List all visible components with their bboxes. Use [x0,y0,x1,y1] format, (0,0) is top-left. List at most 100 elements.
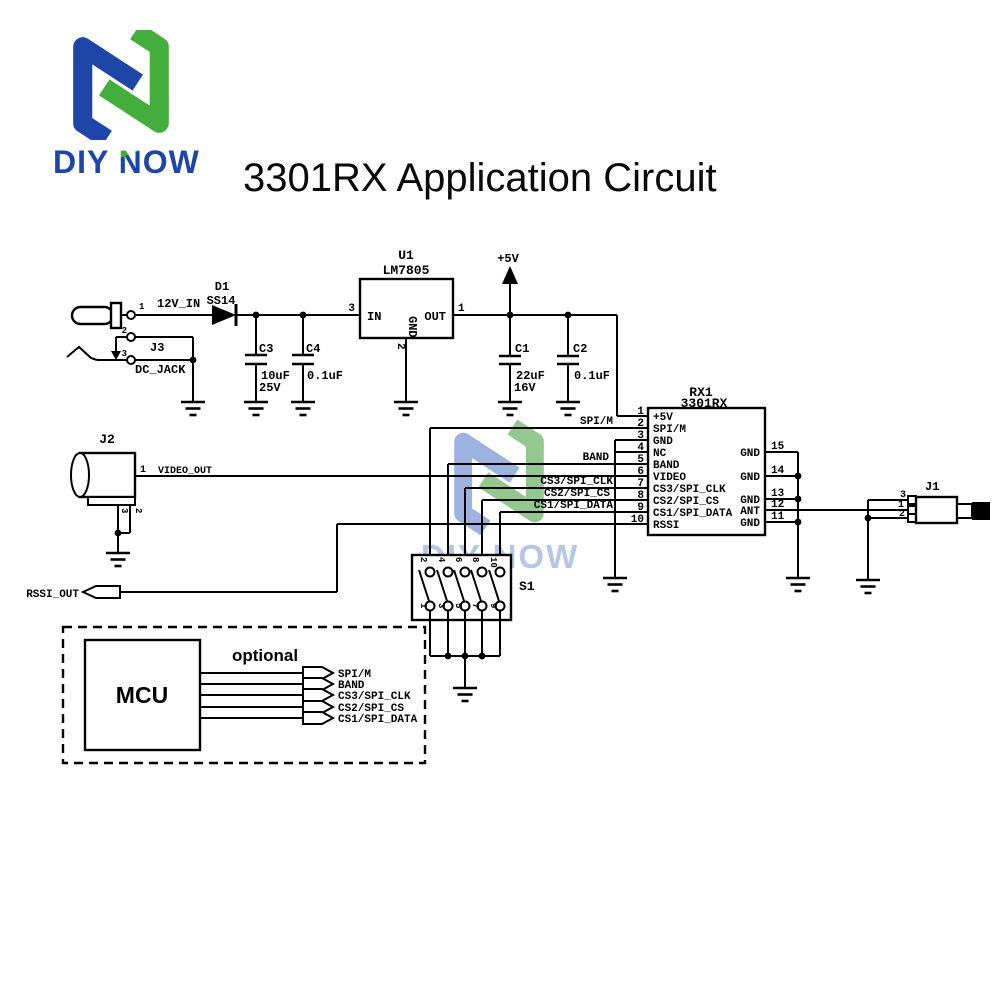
d1-anode-triangle [212,305,236,325]
j1-pin-number: 2 [899,509,905,520]
rx1-pin-number: 2 [637,418,644,430]
net-rssi-label: RSSI_OUT [26,589,79,601]
capacitor-c2: C2 0.1uF [554,315,610,417]
rx1-pin-number: 8 [637,490,644,502]
mcu-output-label: SPI/M [338,669,371,681]
ground-symbol [392,400,420,417]
c2-ref: C2 [573,342,587,356]
optional-dashed-outline [61,625,427,765]
net-flag-icon [302,711,336,725]
j2-barrel-face [70,452,90,498]
j1-ref: J1 [925,480,939,494]
diode-d1: 12V_IN D1 SS14 [135,280,360,326]
u1-pin-in-label: IN [367,310,381,324]
mcu-label: MCU [116,682,168,708]
c3-value: 10uF [261,369,290,383]
rx1-pin-label: ANT [740,506,760,518]
j2-body [78,451,137,499]
ground-symbol [601,576,629,593]
rx1-pin-number: 13 [771,488,785,500]
ground-symbol [554,400,582,417]
capacitor-c1: C1 22uF 16V [496,315,545,417]
ground-symbol [854,578,882,595]
mcu-output-label: CS3/SPI_CLK [338,691,411,703]
brand-post: OW [142,144,200,180]
u1-pin-out-label: OUT [424,310,446,324]
c1-ref: C1 [515,342,529,356]
d1-ref: D1 [215,280,229,294]
s1-pin-number: 10 [488,557,498,568]
rx1-pin-number: 6 [637,466,644,478]
rx1-pin-label: GND [740,495,760,507]
s1-pin-number: 4 [436,557,446,563]
j1-pad [907,495,917,505]
j1-antenna-stub [972,502,990,520]
plus5v-arrow-icon [502,266,518,284]
dc-plug-tip [109,301,123,330]
s1-ref: S1 [519,579,535,594]
j3-pin3-terminal [126,355,136,365]
dc-plug-barrel [70,305,115,326]
mcu-output-label: CS1/SPI_DATA [338,714,418,726]
brand-n-accent: N [118,144,143,180]
watermark-green-chevron [478,419,544,523]
net-cs2-label: CS2/SPI_CS [544,488,610,500]
rx1-pin-number: 15 [771,441,785,453]
net-spi-m-label: SPI/M [580,416,613,428]
c4-ref: C4 [306,342,320,356]
net-flag-icon [302,688,336,702]
rx1-pin-label: BAND [653,460,680,472]
c2-value: 0.1uF [574,369,610,383]
s1-pin-number: 2 [418,557,428,562]
s1-pin-number: 9 [488,603,498,608]
capacitor-c4: C4 0.1uF [289,315,343,417]
rx1-pin-number: 10 [631,514,644,526]
rx1-pin-number: 14 [771,465,785,477]
s1-pin-number: 5 [453,603,463,608]
rx1-pin-number: 11 [771,511,785,523]
s1-pin-number: 7 [470,603,480,608]
ground-symbol [242,400,270,417]
rx1-pin-number: 1 [637,406,644,418]
j3-pin3-number: 3 [122,349,127,359]
net-band-label: BAND [583,452,610,464]
logo-blue-chevron [73,37,143,140]
ground-symbol [179,400,207,417]
j1-pad [907,513,917,523]
rx1-pin-label: CS3/SPI_CLK [653,484,726,496]
u1-pin2-number: 2 [394,343,406,350]
net-cs3-label: CS3/SPI_CLK [540,476,613,488]
rx1-ref: RX1 [689,385,713,400]
j3-spring-arrow [111,351,121,360]
connector-j2-video: J2 1 VIDEO_OUT 3 2 [70,432,212,568]
rssi-out-port: RSSI_OUT [26,585,121,601]
rx1-pin-label: VIDEO [653,472,686,484]
s1-pin-number: 3 [436,603,446,608]
u1-part: LM7805 [383,263,430,278]
j3-name: DC_JACK [135,363,186,377]
regulator-u1: U1 LM7805 3 IN OUT 1 GND 2 [348,248,465,417]
j1-body [914,495,959,525]
c3-ref: C3 [259,342,273,356]
page-title: 3301RX Application Circuit [243,156,717,200]
connector-j1-antenna: 3 1 2 J1 [854,480,990,595]
capacitor-c3: C3 10uF 25V [242,315,290,417]
rx1-pin-label: GND [740,518,760,530]
rx1-pin-label: CS2/SPI_CS [653,496,719,508]
module-rx1: RX1 3301RX 1 2 3 4 5 6 7 8 9 10 +5V SPI/… [631,385,914,593]
rx1-pin-label: GND [740,472,760,484]
mcu-body [83,638,202,752]
rx1-pin-number: 7 [637,478,644,490]
optional-note: optional [232,646,298,665]
rx1-pin-label: GND [653,436,673,448]
mcu-output-label: CS2/SPI_CS [338,703,404,715]
net-12v-label: 12V_IN [157,297,200,311]
brand-pre: DIY [53,144,119,180]
j3-pin2-terminal [126,332,136,342]
logo-green-chevron [99,30,169,133]
rx1-pin-label: +5V [653,412,673,424]
j2-ref: J2 [99,432,115,447]
watermark-blue-chevron [454,432,520,536]
rx1-pin-number: 12 [771,499,784,511]
